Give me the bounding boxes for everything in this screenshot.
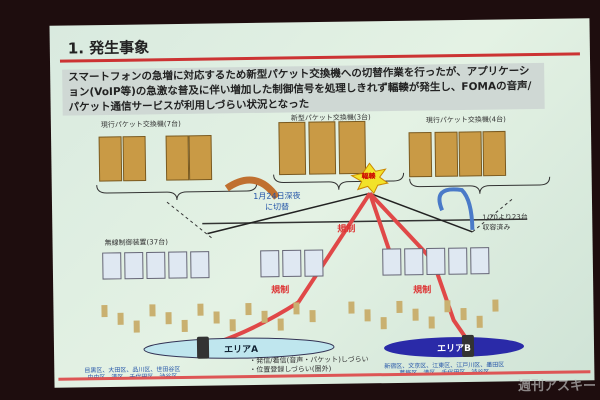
base-station-icon xyxy=(309,310,316,323)
area-b-ellipse xyxy=(384,337,525,358)
base-station-icon xyxy=(213,311,220,324)
switch-server-icon xyxy=(165,135,190,181)
restriction-label-a: 規制 xyxy=(271,285,290,296)
switch-server-icon xyxy=(434,131,459,177)
rnc-device-icon xyxy=(382,248,402,276)
phone-icon xyxy=(461,334,475,358)
restriction-label: 規制 xyxy=(337,224,356,235)
base-station-icon xyxy=(412,308,419,321)
right-brace xyxy=(409,176,551,194)
switchover-note: 1月24日深夜に切替 xyxy=(253,191,301,212)
base-station-icon xyxy=(293,302,300,315)
area-b-label: エリアB xyxy=(436,343,471,355)
right-switch-label: 現行パケット交換機(4台) xyxy=(425,115,506,125)
switch-server-icon xyxy=(458,131,483,177)
switch-server-icon xyxy=(188,135,213,181)
left-brace xyxy=(96,182,258,201)
base-station-icon xyxy=(149,304,156,317)
rnc-device-icon xyxy=(146,251,166,279)
switch-server-icon xyxy=(98,136,123,182)
left-switch-label: 現行パケット交換機(7台) xyxy=(100,119,181,130)
rnc-device-icon xyxy=(260,250,280,278)
rnc-device-icon xyxy=(124,252,144,280)
congestion-label: 輻輳 xyxy=(361,172,376,181)
rnc-device-icon xyxy=(426,247,446,276)
phone-icon xyxy=(196,336,210,359)
watermark: 週刊アスキー xyxy=(517,379,596,394)
base-station-icon xyxy=(261,310,268,323)
rnc-device-icon xyxy=(190,251,210,279)
link-right xyxy=(369,192,473,233)
switch-server-icon xyxy=(122,135,147,182)
migration-arrow xyxy=(437,187,475,230)
base-station-icon xyxy=(133,320,140,333)
rnc-device-icon xyxy=(448,247,468,275)
rnc-device-icon xyxy=(404,248,424,276)
switch-server-icon xyxy=(308,121,337,175)
base-station-icon xyxy=(117,312,124,325)
area-a-label: エリアA xyxy=(223,344,259,356)
restriction-label-b: 規制 xyxy=(413,285,432,296)
rnc-device-icon xyxy=(282,249,302,278)
base-station-icon xyxy=(277,318,284,331)
base-station-icon xyxy=(396,300,403,313)
base-station-icon xyxy=(348,301,355,314)
center-switch-label: 新型パケット交換機(3台) xyxy=(290,113,371,123)
right-note: 1/20より23台収容済み xyxy=(482,213,528,232)
switch-server-icon xyxy=(278,121,307,176)
base-station-icon xyxy=(364,309,371,322)
base-station-icon xyxy=(380,317,387,330)
base-station-icon xyxy=(245,302,252,316)
base-station-icon xyxy=(181,319,188,332)
rnc-label: 無線制御装置(37台) xyxy=(104,238,168,248)
base-station-icon xyxy=(428,316,435,329)
link-left xyxy=(207,192,371,235)
switch-server-icon xyxy=(338,120,367,175)
base-station-icon xyxy=(229,319,236,332)
base-station-icon xyxy=(197,303,204,316)
presentation-slide: 1. 発生事象 スマートフォンの急増に対応するため新型パケット交換機への切替作業… xyxy=(49,18,595,388)
rnc-device-icon xyxy=(470,247,490,275)
base-station-icon xyxy=(476,315,483,328)
rnc-device-icon xyxy=(102,252,122,280)
switch-server-icon xyxy=(482,130,507,177)
switch-server-icon xyxy=(408,131,433,178)
rnc-device-icon xyxy=(304,249,324,277)
congestion-burst-icon xyxy=(350,162,389,195)
base-station-icon xyxy=(444,300,451,313)
base-station-icon xyxy=(165,312,172,325)
area-a-ellipse xyxy=(143,337,335,359)
base-station-icon xyxy=(101,305,108,318)
base-station-icon xyxy=(460,307,467,321)
base-station-icon xyxy=(492,299,499,312)
center-brace xyxy=(273,172,405,190)
rnc-device-icon xyxy=(168,251,188,279)
network-diagram xyxy=(96,120,551,359)
switchover-arrow xyxy=(224,176,280,200)
